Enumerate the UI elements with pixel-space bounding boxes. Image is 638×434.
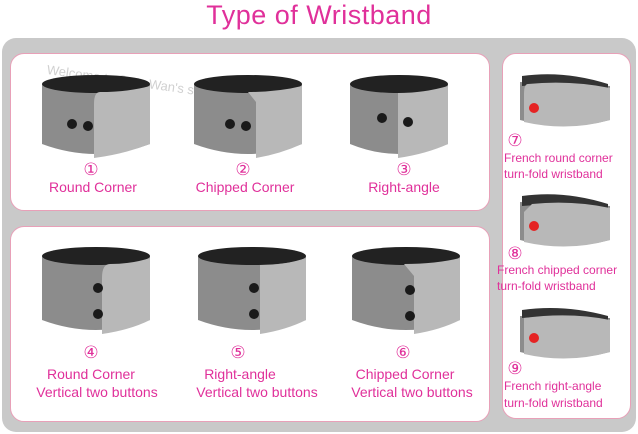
item-5-sublabel: Vertical two buttons: [196, 384, 318, 400]
page-title: Type of Wristband: [206, 0, 432, 30]
item-8-label: French chipped corner: [497, 263, 618, 277]
item-2-number: ②: [235, 160, 251, 179]
item-3-label: Right-angle: [368, 179, 440, 195]
item-9-number: ⑨: [507, 359, 523, 378]
item-6-number: ⑥: [395, 343, 411, 362]
wristband-right-angle-vertical: [198, 246, 306, 340]
item-6-label: Chipped Corner: [355, 366, 455, 382]
item-1-number: ①: [83, 160, 99, 179]
item-4-number: ④: [83, 343, 99, 362]
item-2-label: Chipped Corner: [195, 179, 295, 195]
item-3-number: ③: [396, 160, 412, 179]
item-4-sublabel: Vertical two buttons: [36, 384, 158, 400]
french-round-corner-band: [520, 72, 610, 130]
item-8-sublabel: turn-fold wristband: [497, 279, 596, 293]
item-9-sublabel: turn-fold wristband: [504, 396, 603, 410]
item-8-number: ⑧: [507, 244, 523, 263]
item-7-number: ⑦: [507, 131, 523, 150]
item-5-number: ⑤: [230, 343, 246, 362]
wristband-right-angle: [350, 74, 448, 164]
french-right-angle-band: [520, 306, 610, 362]
item-5-label: Right-angle: [204, 366, 276, 382]
wristband-round-corner: [42, 74, 150, 164]
item-9-label: French right-angle: [504, 379, 602, 393]
wristband-chipped-corner: [194, 74, 302, 164]
item-1-label: Round Corner: [49, 179, 137, 195]
french-chipped-corner-band: [520, 192, 610, 250]
item-7-sublabel: turn-fold wristband: [504, 167, 603, 181]
wristband-round-corner-vertical: [42, 246, 150, 340]
item-4-label: Round Corner: [47, 366, 135, 382]
item-7-label: French round corner: [504, 151, 613, 165]
wristband-chipped-corner-vertical: [352, 246, 460, 340]
item-6-sublabel: Vertical two buttons: [351, 384, 473, 400]
